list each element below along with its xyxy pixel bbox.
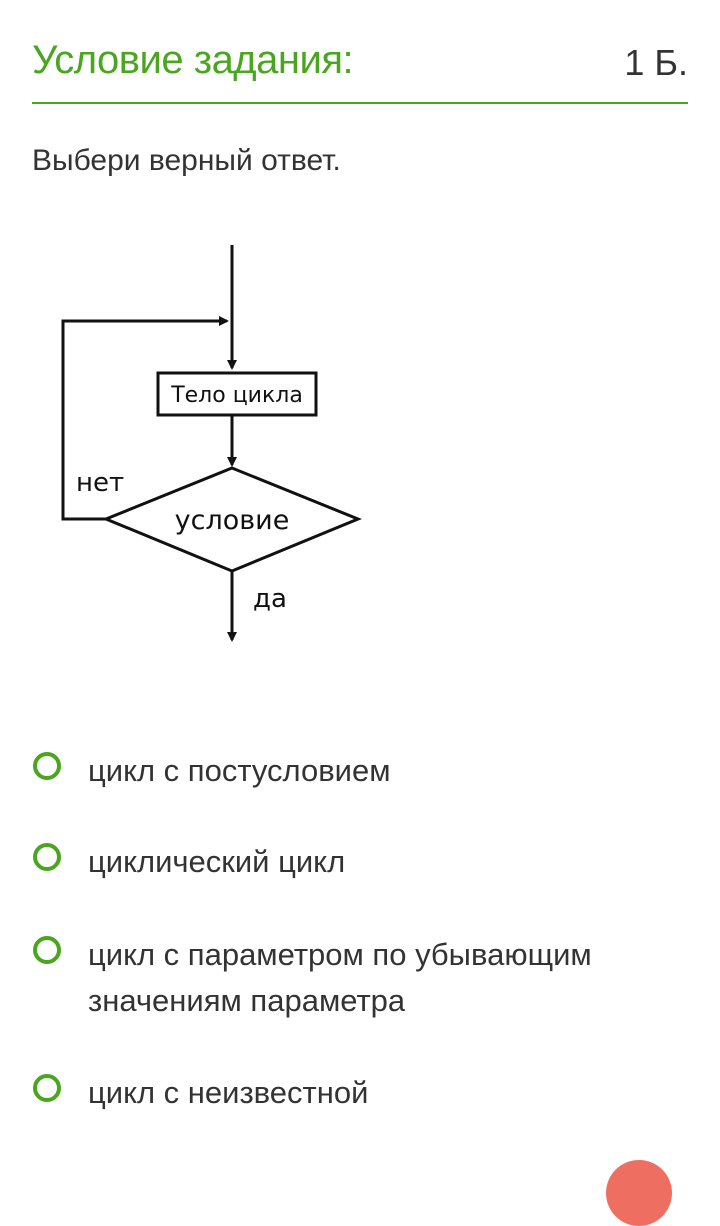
loop-body-label: Тело цикла (170, 383, 303, 408)
task-header: Условие задания: 1 Б. (32, 30, 688, 104)
loop-body-box (156, 371, 318, 417)
radio-icon[interactable] (33, 1074, 61, 1102)
answer-option-2[interactable]: циклический цикл (32, 839, 692, 885)
flowchart-diagram: Тело цикла условие нет да (40, 230, 380, 660)
answer-option-4[interactable]: цикл с неизвестной (32, 1070, 692, 1116)
condition-label: условие (175, 505, 290, 536)
question-instruction: Выбери верный ответ. (32, 144, 341, 177)
radio-icon[interactable] (33, 936, 61, 964)
answer-option-label: цикл с постусловием (88, 753, 391, 788)
radio-icon[interactable] (33, 752, 61, 780)
floating-action-button[interactable] (606, 1160, 672, 1226)
no-label: нет (76, 468, 124, 498)
answer-option-label: цикл с параметром по убывающим значениям… (88, 937, 592, 1018)
answer-option-label: циклический цикл (88, 844, 346, 879)
flowchart-svg: Тело цикла условие нет да (61, 245, 362, 642)
return-loop-arrow (61, 316, 229, 521)
task-title: Условие задания: (32, 38, 354, 82)
yes-label: да (253, 584, 287, 614)
radio-icon[interactable] (33, 843, 61, 871)
answer-option-3[interactable]: цикл с параметром по убывающим значениям… (32, 932, 692, 1024)
answer-option-label: цикл с неизвестной (88, 1075, 369, 1110)
task-points: 1 Б. (624, 42, 688, 83)
answer-option-1[interactable]: цикл с постусловием (32, 748, 692, 794)
